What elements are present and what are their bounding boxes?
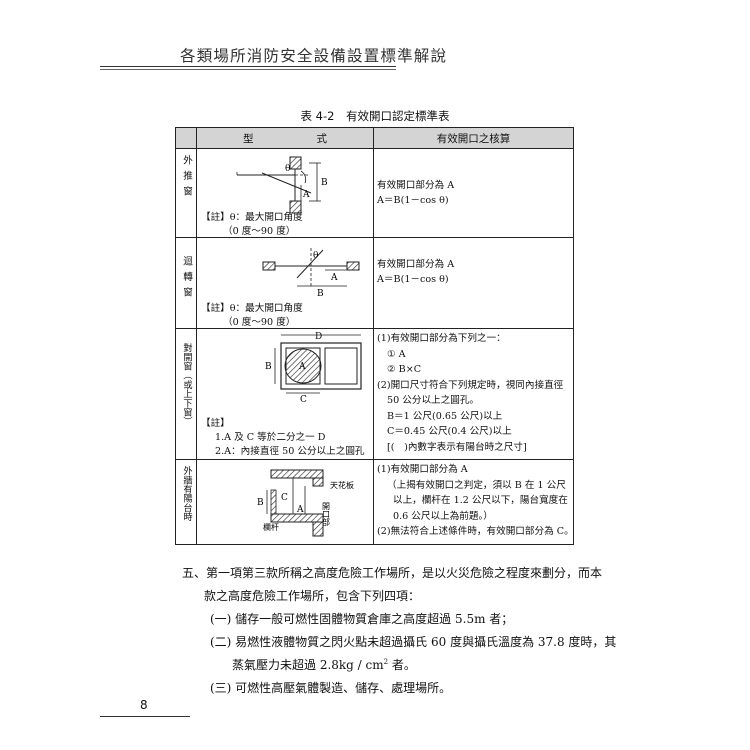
- formula-line: 0.6 公尺以上為前題。）: [393, 510, 493, 522]
- diagram-label-railing: 欄杆: [263, 522, 279, 532]
- formula-cell: 有效開口部分為 A A＝B(1－cos θ): [373, 237, 574, 329]
- note-line: 1.A 及 C 等於二分之一 D: [215, 432, 326, 443]
- formula-cell: (1)有效開口部分為 A （上揭有效開口之判定，須以 B 在 1 公尺 以上，欄…: [373, 459, 574, 545]
- diagram-label-A: A: [296, 505, 304, 515]
- header-rule: [100, 66, 396, 67]
- side-label: 外推窗: [181, 155, 192, 202]
- formula-line: （上揭有效開口之判定，須以 B 在 1 公尺: [387, 479, 566, 491]
- note-line: （0 度～90 度）: [223, 226, 296, 237]
- formula-line: 有效開口部分為 A: [377, 180, 455, 191]
- sliding-window-diagram: D A B C: [265, 332, 362, 405]
- formula-line: B＝1 公尺(0.65 公尺)以上: [387, 410, 503, 422]
- diagram-cell: B C A 欄杆 天花板 開口部: [196, 459, 374, 545]
- paragraph-line: 款之高度危險工作場所，包含下列四項：: [204, 589, 421, 603]
- diagram-label-C: C: [300, 395, 307, 405]
- diagram-label-opening: 開口部: [322, 502, 331, 527]
- book-title: 各類場所消防安全設備設置標準解說: [180, 47, 448, 65]
- effective-opening-table: 型 式 有效開口之核算 外推窗: [175, 127, 574, 545]
- col-header-type: 型 式: [196, 127, 374, 149]
- formula-line: 以上，欄杆在 1.2 公尺以下，陽台寬度在: [393, 495, 568, 506]
- list-item: (三) 可燃性高壓氣體製造、儲存、處理場所。: [210, 681, 452, 695]
- table-row: 對開窗（或上下窗） D A B C 【註】 1.A 及 C 等於二分之一: [175, 328, 574, 460]
- formula-line: (1)有效開口部分為 A: [377, 464, 468, 475]
- diagram-label-B: B: [257, 498, 264, 508]
- formula-line: ② B×C: [387, 364, 422, 375]
- side-label-cell: 外牆有陽台時: [175, 459, 197, 545]
- note-line: 【註】θ：最大開口角度: [201, 212, 303, 223]
- table-row: 外牆有陽台時 B C A 欄杆 天花板 開口部: [175, 459, 574, 545]
- formula-line: (1)有效開口部分為下列之一：: [377, 333, 506, 344]
- note-line: 2.A：內接直徑 50 公分以上之圓孔: [215, 446, 365, 457]
- side-label: 對開窗（或上下窗）: [181, 343, 192, 426]
- formula-line: (2)開口尺寸符合下列規定時，視同內接直徑: [377, 379, 564, 391]
- formula-line: [( )內數字表示有陽台時之尺寸]: [387, 441, 527, 453]
- side-label-cell: 迴轉窗: [175, 237, 197, 329]
- diagram-label-B: B: [265, 362, 272, 372]
- list-item-text: 蒸氣壓力未超過 2.8kg / cm: [232, 658, 384, 672]
- diagram-label-D: D: [315, 332, 322, 342]
- formula-line: C＝0.45 公尺(0.4 公尺)以上: [387, 426, 512, 437]
- diagram-label-C: C: [281, 493, 288, 503]
- formula-line: A＝B(1－cos θ): [377, 273, 449, 285]
- note-line: 【註】θ：最大開口角度: [201, 303, 303, 314]
- formula-line: ① A: [387, 348, 406, 360]
- list-item-text: 者。: [388, 658, 416, 672]
- diagram-label-A: A: [302, 190, 310, 200]
- table-caption: 表 4-2 有效開口認定標準表: [300, 109, 450, 123]
- paragraph-line: 五、第一項第三款所稱之高度危險工作場所，是以火災危險之程度來劃分，而本: [182, 566, 603, 580]
- diagram-label-B: B: [317, 289, 324, 299]
- note-line: （0 度～90 度）: [223, 317, 296, 328]
- diagram-cell: θ B A 【註】θ：最大開口角度 （0 度～90 度）: [196, 148, 374, 238]
- list-item-continued: 蒸氣壓力未超過 2.8kg / cm2 者。: [232, 656, 416, 673]
- formula-cell: (1)有效開口部分為下列之一： ① A ② B×C (2)開口尺寸符合下列規定時…: [373, 328, 574, 460]
- formula-line: A＝B(1－cos θ): [377, 194, 449, 206]
- balcony-diagram: B C A 欄杆 天花板 開口部: [257, 469, 354, 537]
- footer-rule: [100, 716, 190, 717]
- pivot-window-diagram: θ A B: [262, 248, 360, 299]
- diagram-label-A: A: [298, 362, 306, 372]
- formula-cell: 有效開口部分為 A A＝B(1－cos θ): [373, 148, 574, 238]
- header-blank-cell: [175, 127, 197, 149]
- side-label-cell: 外推窗: [175, 148, 197, 238]
- side-label: 外牆有陽台時: [181, 466, 192, 522]
- table-row: 迴轉窗 θ A B 【註】θ：最大開口角度 （0 度～90 度）: [175, 237, 574, 329]
- diagram-label-theta: θ: [313, 251, 318, 261]
- diagram-label-ceiling: 天花板: [330, 480, 354, 490]
- diagram-label-theta: θ: [285, 164, 290, 174]
- diagram-cell: D A B C 【註】 1.A 及 C 等於二分之一 D 2.A：內接直徑 50…: [196, 328, 374, 460]
- superscript: 2: [383, 658, 389, 666]
- side-label-cell: 對開窗（或上下窗）: [175, 328, 197, 460]
- diagram-label-A: A: [330, 273, 338, 283]
- header-rule-thin: [100, 69, 396, 70]
- formula-line: 50 公分以上之圓孔。: [387, 395, 480, 406]
- table-header-row: 型 式 有效開口之核算: [175, 127, 574, 149]
- outward-window-diagram: θ B A: [236, 156, 328, 214]
- diagram-cell: θ A B 【註】θ：最大開口角度 （0 度～90 度）: [196, 237, 374, 329]
- diagram-label-B: B: [321, 178, 328, 188]
- note-line: 【註】: [201, 418, 230, 429]
- formula-line: 有效開口部分為 A: [377, 259, 455, 270]
- table-row: 外推窗 θ: [175, 148, 574, 238]
- list-item: (一) 儲存一般可燃性固體物質倉庫之高度超過 5.5m 者；: [210, 612, 514, 626]
- col-header-calc: 有效開口之核算: [373, 127, 574, 149]
- side-label: 迴轉窗: [181, 256, 192, 303]
- page-number: 8: [140, 698, 148, 712]
- list-item: (二) 易燃性液體物質之閃火點未超過攝氏 60 度與攝氏溫度為 37.8 度時，…: [210, 635, 617, 649]
- formula-line: (2)無法符合上述條件時，有效開口部分為 C。: [377, 526, 574, 537]
